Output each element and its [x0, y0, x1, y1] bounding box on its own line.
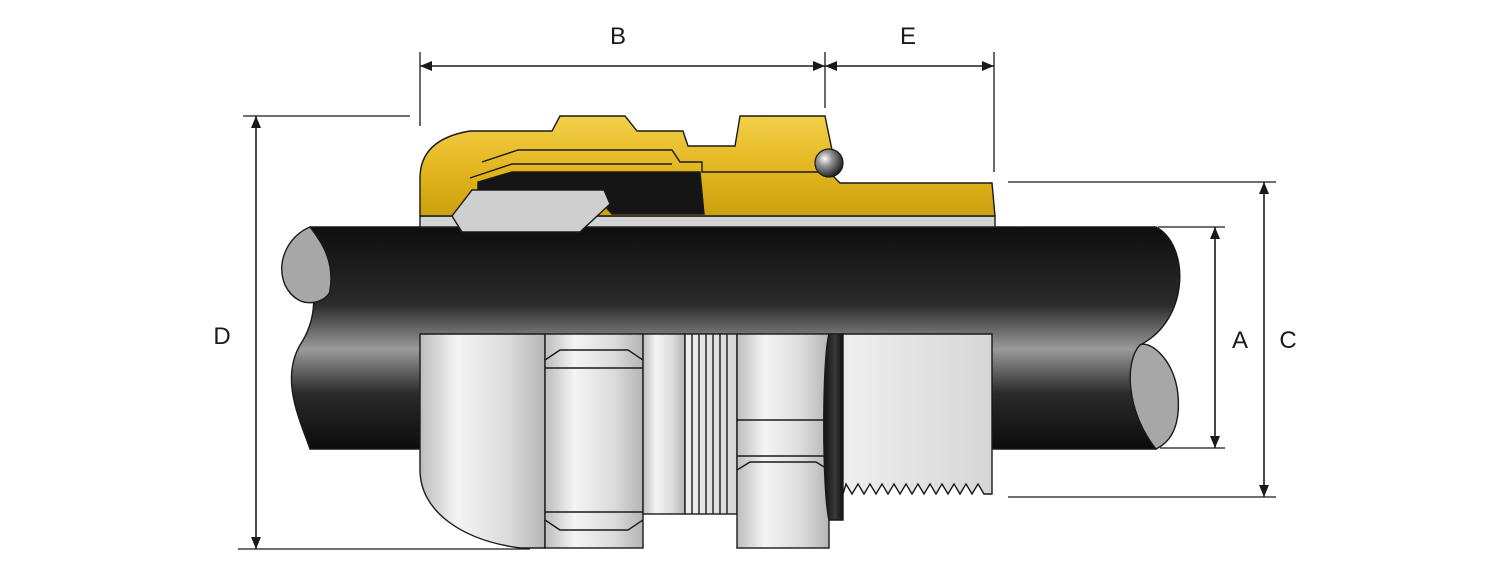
entry-thread: [842, 333, 993, 496]
gland-section-upper: [419, 115, 996, 233]
dimension-a-label: A: [1232, 327, 1248, 354]
ball-bearing: [814, 148, 844, 178]
thread-short: [684, 333, 738, 515]
cable-left-end: [281, 226, 332, 304]
dimension-c-label: C: [1279, 327, 1296, 354]
gland-exterior-lower: [419, 333, 993, 549]
body-spacer: [642, 333, 686, 515]
sealing-washer: [823, 333, 844, 521]
cable-right-end: [1129, 343, 1180, 450]
dimension-b-label: B: [610, 23, 626, 50]
hex-nut-small: [736, 333, 830, 549]
dimension-lines: B E D A C: [213, 23, 1297, 550]
dimension-d-label: D: [213, 323, 230, 350]
brass-inner-boundary: [481, 149, 838, 173]
clamping-cone: [451, 189, 611, 233]
cap-nut: [419, 333, 546, 549]
dimension-e-label: E: [900, 23, 916, 50]
hex-nut-large: [544, 333, 644, 549]
brass-inner-step: [469, 163, 672, 179]
